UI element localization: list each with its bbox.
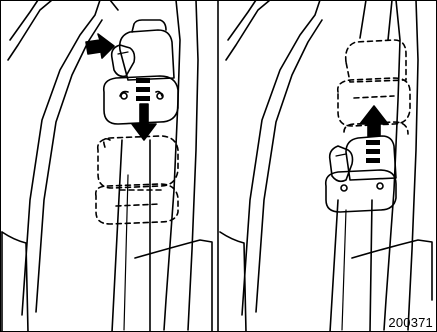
figure-code: 200371 <box>388 315 433 330</box>
left-seat-back <box>135 240 212 332</box>
left-lower-position-outline <box>96 136 178 224</box>
left-panel <box>2 0 212 332</box>
right-panel <box>220 0 432 332</box>
right-d-ring <box>326 170 396 212</box>
left-slider-stripes <box>136 78 150 101</box>
left-belt-webbing <box>112 140 122 332</box>
right-seat-back <box>352 240 432 300</box>
up-arrow-icon <box>360 106 388 136</box>
right-pillar-trim <box>384 0 400 330</box>
right-pillar-edge <box>242 0 320 315</box>
right-belt-webbing <box>330 200 338 332</box>
right-slider-stripes <box>366 140 380 163</box>
